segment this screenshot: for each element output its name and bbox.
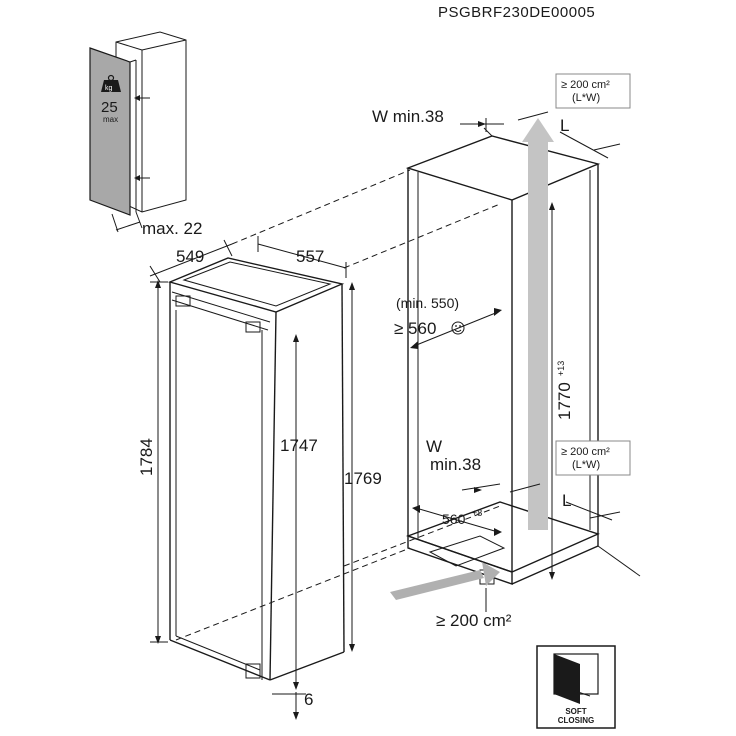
niche-illustration bbox=[405, 127, 641, 585]
depth-recommended-label: ≥ 560 bbox=[394, 319, 436, 338]
niche-height-tol: +13 bbox=[556, 361, 566, 376]
l-top-label: L bbox=[560, 116, 569, 135]
vent-bottom-line1: ≥ 200 cm² bbox=[561, 446, 610, 458]
vent-bottom-box: ≥ 200 cm² (L*W) bbox=[555, 440, 631, 476]
floor-vent-label: ≥ 200 cm² bbox=[436, 611, 512, 630]
vent-top-line2: (L*W) bbox=[572, 92, 600, 104]
height-1784: 1784 bbox=[137, 438, 156, 476]
appliance-dimension-lines bbox=[149, 236, 355, 720]
weight-value: 25 bbox=[101, 99, 118, 116]
depth-min-label: (min. 550) bbox=[396, 295, 459, 311]
niche-dimension-lines bbox=[410, 111, 621, 612]
height-1747: 1747 bbox=[280, 436, 318, 455]
soft-closing-line2: CLOSING bbox=[558, 716, 594, 725]
width-bottom-label: 560 bbox=[442, 511, 466, 527]
weight-icon-label: kg bbox=[105, 85, 113, 92]
vent-top-box: ≥ 200 cm² (L*W) bbox=[555, 73, 631, 109]
product-code: PSGBRF230DE00005 bbox=[438, 4, 595, 21]
smiley-icon bbox=[451, 321, 465, 335]
wall-min-top-label: W min.38 bbox=[372, 107, 444, 126]
niche-height-label: 1770 bbox=[555, 382, 574, 420]
depth-549: 549 bbox=[176, 247, 204, 266]
weight-icon bbox=[101, 80, 121, 92]
l-bottom-label: L bbox=[562, 491, 571, 510]
vent-top-line1: ≥ 200 cm² bbox=[561, 79, 610, 91]
height-1769: 1769 bbox=[344, 469, 382, 488]
bottom-gap-6: 6 bbox=[304, 690, 313, 709]
soft-closing-line1: SOFT bbox=[565, 707, 586, 716]
door-panel-illustration: kg 25 max max. 22 bbox=[89, 31, 202, 238]
vent-bottom-line2: (L*W) bbox=[572, 459, 600, 471]
wall-min-bottom-val: min.38 bbox=[430, 455, 481, 474]
projection-lines bbox=[175, 169, 501, 641]
width-557: 557 bbox=[296, 247, 324, 266]
panel-gap-label: max. 22 bbox=[142, 219, 202, 238]
appliance-illustration bbox=[167, 257, 345, 681]
soft-closing-badge: SOFT CLOSING bbox=[536, 645, 616, 729]
ventilation-airflow bbox=[390, 118, 554, 600]
weight-note: max bbox=[103, 115, 118, 124]
door-closing-icon bbox=[554, 654, 580, 704]
width-bottom-tol: +8 bbox=[472, 508, 482, 518]
wall-min-bottom-w: W bbox=[426, 437, 442, 456]
